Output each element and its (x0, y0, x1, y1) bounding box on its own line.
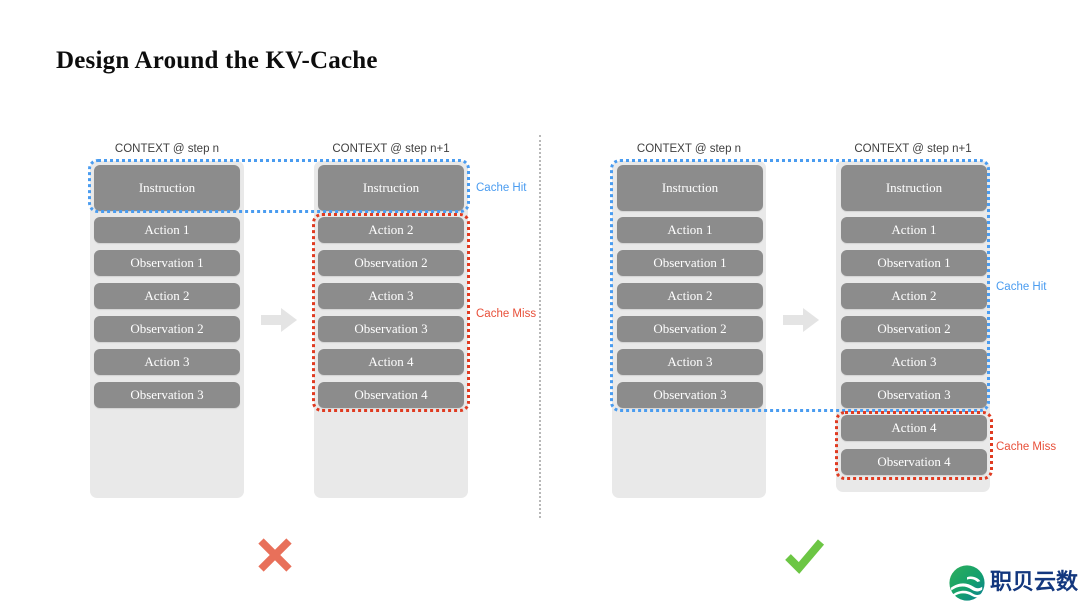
page-title: Design Around the KV-Cache (56, 47, 378, 74)
good-col0-item-0[interactable]: Instruction (617, 165, 763, 211)
right-arrow-icon (261, 308, 297, 332)
bad-col1-item-1[interactable]: Action 2 (318, 217, 464, 243)
bad-col1-item-2[interactable]: Observation 2 (318, 250, 464, 276)
section-divider (539, 135, 541, 518)
bad-col0-item-6[interactable]: Observation 3 (94, 382, 240, 408)
good-cache-hit-label: Cache Hit (996, 281, 1047, 293)
bad-col0-item-1[interactable]: Action 1 (94, 217, 240, 243)
good-col0-item-3[interactable]: Action 2 (617, 283, 763, 309)
good-col1-item-7[interactable]: Action 4 (841, 415, 987, 441)
good-col0-item-4[interactable]: Observation 2 (617, 316, 763, 342)
good-cache-miss-label: Cache Miss (996, 441, 1057, 453)
bad-col0-item-4[interactable]: Observation 2 (94, 316, 240, 342)
bad-col0-item-5[interactable]: Action 3 (94, 349, 240, 375)
good-column-0-header: CONTEXT @ step n (636, 143, 742, 155)
good-col0-item-2[interactable]: Observation 1 (617, 250, 763, 276)
bad-col1-item-4[interactable]: Observation 3 (318, 316, 464, 342)
check-mark-icon (785, 539, 825, 574)
cross-mark-icon (258, 538, 292, 572)
good-col0-item-5[interactable]: Action 3 (617, 349, 763, 375)
bad-col1-item-6[interactable]: Observation 4 (318, 382, 464, 408)
good-col1-item-6[interactable]: Observation 3 (841, 382, 987, 408)
good-col1-item-8[interactable]: Observation 4 (841, 449, 987, 475)
bad-column-0-header: CONTEXT @ step n (114, 143, 220, 155)
bad-cache-miss-label: Cache Miss (476, 308, 537, 320)
good-col0-item-6[interactable]: Observation 3 (617, 382, 763, 408)
brand-logo-text: 职贝云数 (990, 570, 1079, 595)
bad-col0-item-3[interactable]: Action 2 (94, 283, 240, 309)
good-col0-item-1[interactable]: Action 1 (617, 217, 763, 243)
bad-col1-item-5[interactable]: Action 4 (318, 349, 464, 375)
good-col1-item-1[interactable]: Action 1 (841, 217, 987, 243)
good-col1-item-2[interactable]: Observation 1 (841, 250, 987, 276)
bad-col1-item-3[interactable]: Action 3 (318, 283, 464, 309)
good-column-1-header: CONTEXT @ step n+1 (854, 143, 972, 155)
bad-col1-item-0[interactable]: Instruction (318, 165, 464, 211)
wave-circle-logo-icon (949, 565, 985, 601)
bad-cache-hit-label: Cache Hit (476, 182, 527, 194)
good-col1-item-4[interactable]: Observation 2 (841, 316, 987, 342)
bad-col0-item-2[interactable]: Observation 1 (94, 250, 240, 276)
good-col1-item-5[interactable]: Action 3 (841, 349, 987, 375)
bad-column-1-header: CONTEXT @ step n+1 (332, 143, 450, 155)
good-col1-item-3[interactable]: Action 2 (841, 283, 987, 309)
brand-logo: 职贝云数 (948, 563, 1078, 603)
bad-col0-item-0[interactable]: Instruction (94, 165, 240, 211)
good-col1-item-0[interactable]: Instruction (841, 165, 987, 211)
right-arrow-icon (783, 308, 819, 332)
